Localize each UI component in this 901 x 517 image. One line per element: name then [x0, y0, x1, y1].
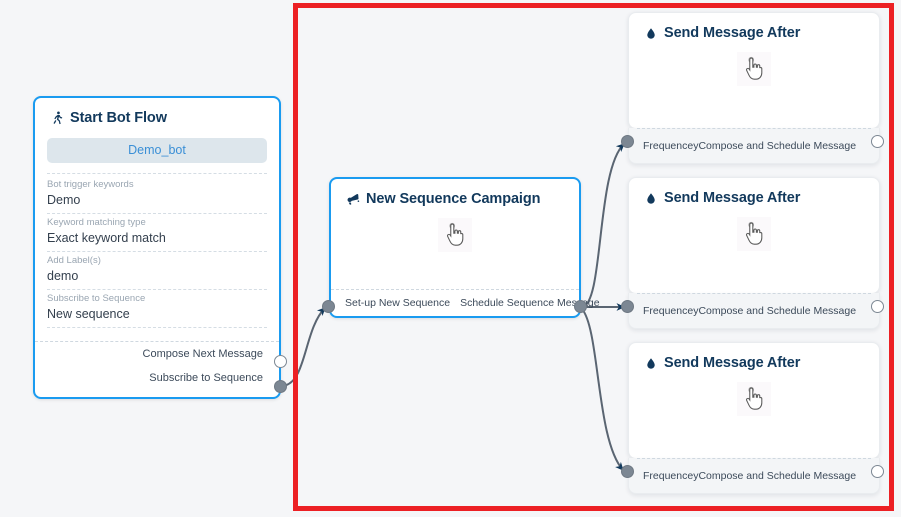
field-label: Subscribe to Sequence: [47, 293, 146, 304]
send-1-port-label-frequency: Frequencey: [643, 304, 699, 317]
node-start-title: Start Bot Flow: [70, 110, 167, 126]
start-port-row-compose[interactable]: Compose Next Message: [35, 342, 279, 366]
sequence-port-label-setup: Set-up New Sequence: [345, 297, 451, 309]
node-sequence-title-row: New Sequence Campaign: [331, 179, 579, 207]
send-2-body: [629, 371, 879, 427]
node-send-message-after-1[interactable]: Send Message After: [628, 177, 880, 294]
start-port-label-subscribe: Subscribe to Sequence: [149, 372, 263, 384]
port-send-0-input-frequency[interactable]: [621, 135, 634, 148]
send-0-port-label-frequency: Frequencey: [643, 139, 699, 152]
field-subscribe-to-sequence[interactable]: Subscribe to Sequence New sequence: [47, 290, 267, 328]
port-send-0-output-compose-and-schedule-message[interactable]: [871, 135, 884, 148]
field-label: Bot trigger keywords: [47, 179, 134, 190]
send-0-footer-divider: [637, 128, 871, 129]
start-port-label-compose: Compose Next Message: [142, 348, 263, 360]
field-value: Exact keyword match: [47, 231, 166, 245]
send-0-title-row: Send Message After: [629, 13, 879, 41]
bot-name-pill[interactable]: Demo_bot: [47, 138, 267, 163]
send-2-port-label-compose: Compose and Schedule Message: [698, 469, 857, 482]
port-send-1-output-compose-and-schedule-message[interactable]: [871, 300, 884, 313]
node-new-sequence-campaign[interactable]: New Sequence Campaign Set-up New Sequenc…: [329, 177, 600, 318]
port-sequence-output-schedule-sequence-message[interactable]: [574, 300, 587, 313]
send-2-title-row: Send Message After: [629, 343, 879, 371]
field-value: Demo: [47, 193, 81, 207]
send-0-port-label-compose: Compose and Schedule Message: [698, 139, 857, 152]
field-label: Keyword matching type: [47, 217, 146, 228]
node-start-bot-flow[interactable]: Start Bot Flow Demo_bot Bot trigger keyw…: [33, 96, 281, 399]
port-send-1-input-frequency[interactable]: [621, 300, 634, 313]
send-0-footer: Frequencey Compose and Schedule Message: [628, 128, 880, 164]
port-send-2-input-frequency[interactable]: [621, 465, 634, 478]
start-footer-divider: [35, 341, 279, 342]
send-1-title-row: Send Message After: [629, 178, 879, 206]
droplet-icon: [643, 356, 658, 371]
send-2-title: Send Message After: [664, 355, 801, 371]
send-2-footer-divider: [637, 458, 871, 459]
hand-pointer-icon: [737, 382, 771, 416]
droplet-icon: [643, 26, 658, 41]
send-2-footer: Frequencey Compose and Schedule Message: [628, 458, 880, 494]
node-sequence-title: New Sequence Campaign: [366, 191, 541, 207]
edge-start-to-sequence: [280, 307, 326, 387]
field-add-labels[interactable]: Add Label(s) demo: [47, 252, 267, 290]
send-0-body: [629, 41, 879, 97]
edge-sequence-to-send-2: [581, 308, 624, 471]
start-port-row-subscribe[interactable]: Subscribe to Sequence: [35, 366, 279, 390]
node-send-message-after-0[interactable]: Send Message After: [628, 12, 880, 129]
port-start-compose-next-message[interactable]: [274, 355, 287, 368]
port-sequence-input-setup-new-sequence[interactable]: [322, 300, 335, 313]
send-1-footer-divider: [637, 293, 871, 294]
field-value: New sequence: [47, 307, 130, 321]
node-send-message-after-2[interactable]: Send Message After: [628, 342, 880, 459]
field-bot-trigger-keywords[interactable]: Bot trigger keywords Demo: [47, 173, 267, 214]
sequence-body: [331, 207, 579, 263]
sequence-footer: Set-up New Sequence Schedule Sequence Me…: [331, 289, 600, 316]
port-send-2-output-compose-and-schedule-message[interactable]: [871, 465, 884, 478]
sequence-port-label-schedule: Schedule Sequence Message: [460, 297, 600, 309]
port-start-subscribe-to-sequence[interactable]: [274, 380, 287, 393]
field-label: Add Label(s): [47, 255, 101, 266]
send-1-title: Send Message After: [664, 190, 801, 206]
send-1-body: [629, 206, 879, 262]
hand-pointer-icon: [438, 218, 472, 252]
send-1-port-label-compose: Compose and Schedule Message: [698, 304, 857, 317]
field-keyword-matching-type[interactable]: Keyword matching type Exact keyword matc…: [47, 214, 267, 252]
send-1-footer: Frequencey Compose and Schedule Message: [628, 293, 880, 329]
send-0-title: Send Message After: [664, 25, 801, 41]
edge-sequence-to-send-0: [581, 143, 625, 308]
start-fields-list: Bot trigger keywords Demo Keyword matchi…: [47, 173, 267, 328]
field-value: demo: [47, 269, 79, 283]
running-person-icon: [49, 111, 64, 126]
megaphone-icon: [345, 192, 360, 207]
droplet-icon: [643, 191, 658, 206]
send-2-port-label-frequency: Frequencey: [643, 469, 699, 482]
hand-pointer-icon: [737, 217, 771, 251]
node-start-title-row: Start Bot Flow: [35, 98, 279, 126]
hand-pointer-icon: [737, 52, 771, 86]
